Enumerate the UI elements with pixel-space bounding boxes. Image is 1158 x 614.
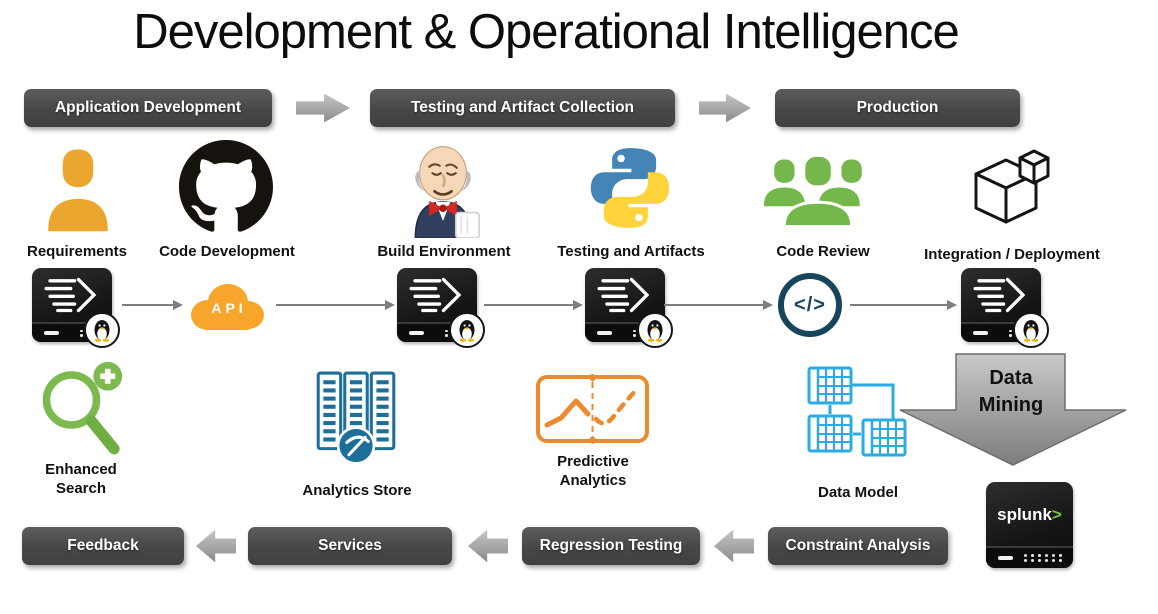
splunk-brand: splunk [997,505,1052,524]
server-code-lines-icon [41,275,103,315]
banner-label: Testing and Artifact Collection [410,99,635,116]
package-cube-icon [962,142,1054,234]
stage-label-testing-artifacts: Testing and Artifacts [557,243,705,260]
label-data-model: Data Model [817,484,898,501]
banner-constraint-analysis: Constraint Analysis [768,527,948,565]
banner-application-development: Application Development [24,89,272,127]
data-mining-arrow-icon: Data Mining [898,353,1128,467]
api-cloud-icon: API [185,280,269,334]
label-enhanced-search: Enhanced Search [45,461,117,497]
banner-regression-testing: Regression Testing [522,527,700,565]
stage-label-code-review: Code Review [776,243,870,260]
banner-label: Feedback [67,537,139,554]
flow-left-arrow-icon [196,529,236,563]
analytics-store-icon [313,370,399,466]
tux-penguin-icon [84,312,120,348]
stage-label-build-environment: Build Environment [377,243,511,260]
linux-server-icon [961,268,1049,348]
flow-right-arrow-icon [699,93,751,123]
pipeline-arrow-icon [122,300,183,310]
splunk-chevron: > [1051,505,1062,524]
label-predictive-analytics: Predictive Analytics [557,453,629,489]
linux-server-icon [585,268,673,348]
predictive-analytics-icon [535,373,650,445]
data-model-icon [801,364,909,460]
linux-server-icon [32,268,120,348]
tux-penguin-icon [1013,312,1049,348]
banner-label: Constraint Analysis [785,537,931,554]
banner-label: Services [318,537,382,554]
code-review-symbol: </> [794,293,826,316]
flow-left-arrow-icon [468,529,508,563]
linux-server-icon [397,268,485,348]
pipeline-arrow-icon [850,300,957,310]
label-analytics-store: Analytics Store [302,482,412,499]
pipeline-arrow-icon [664,300,773,310]
banner-feedback: Feedback [22,527,184,565]
github-octocat-icon [179,140,273,234]
flow-left-arrow-icon [714,529,754,563]
stage-label-code-development: Code Development [159,243,295,260]
banner-label: Application Development [54,99,242,116]
banner-label: Production [856,99,939,116]
banner-testing-artifact-collection: Testing and Artifact Collection [370,89,675,127]
tux-penguin-icon [637,312,673,348]
code-review-icon: </> [778,273,842,337]
banner-services: Services [248,527,452,565]
banner-production: Production [775,89,1020,127]
page-title: Development & Operational Intelligence [133,5,959,59]
pipeline-arrow-icon [276,300,395,310]
tux-penguin-icon [449,312,485,348]
jenkins-butler-icon [400,136,486,239]
label-data-mining: Data Mining [978,367,1044,416]
enhanced-search-icon [38,360,130,460]
stage-label-requirements: Requirements [26,243,128,260]
python-icon [586,142,674,234]
banner-label: Regression Testing [539,537,683,554]
pipeline-arrow-icon [484,300,583,310]
team-icon [762,153,874,229]
splunk-server-icon: splunk> [986,482,1073,568]
stage-label-integration-deployment: Integration / Deployment [924,246,1100,263]
flow-right-arrow-icon [296,93,350,123]
user-icon [42,142,114,236]
api-label: API [211,300,247,316]
